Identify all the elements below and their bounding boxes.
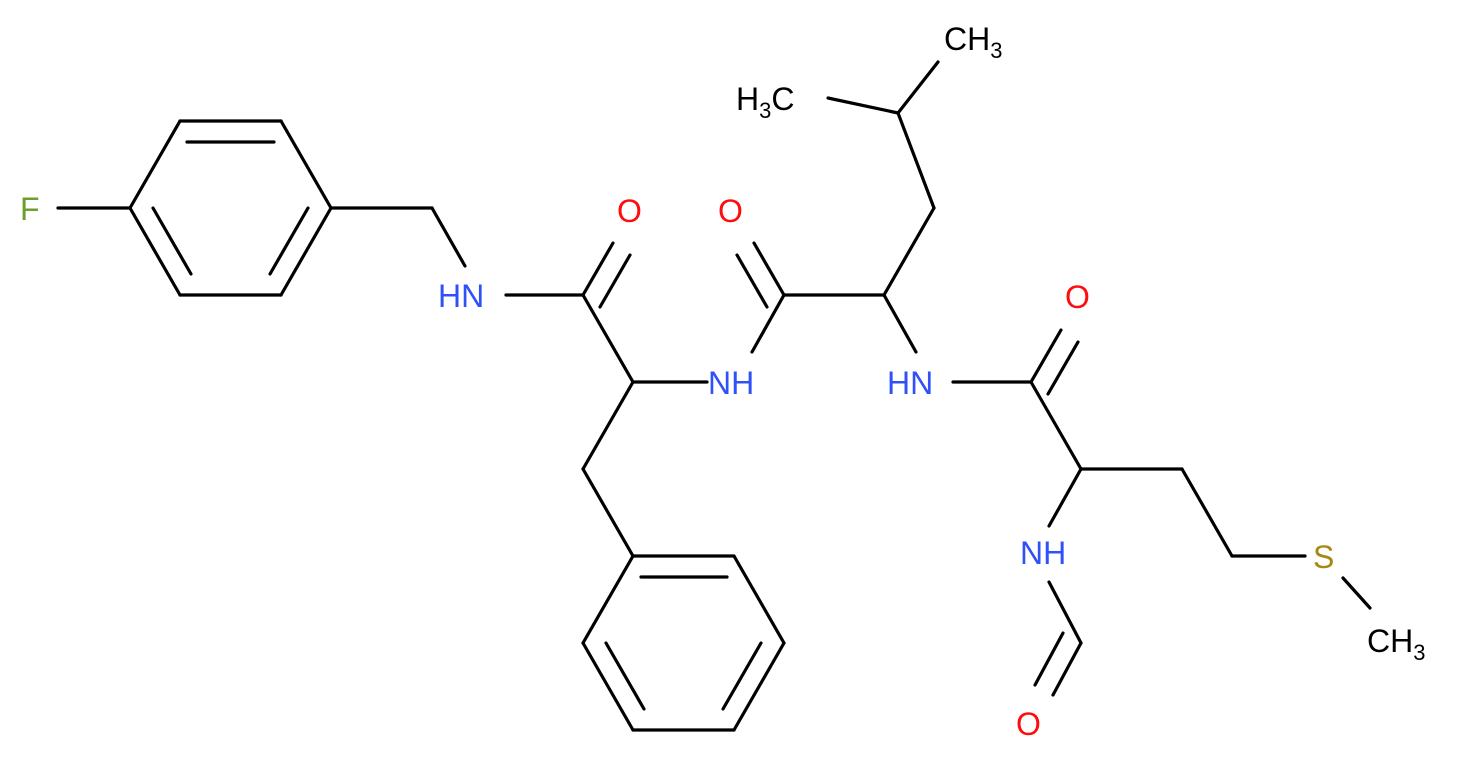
- nh-carbonyl2-bond: [750, 293, 786, 354]
- amide3-oxygen-label: O: [1065, 279, 1090, 315]
- phenyl-ring: [581, 554, 786, 732]
- formyl-carbonyl: [1033, 631, 1083, 697]
- phe-nh-label: NH: [708, 365, 754, 401]
- carbonyl1-alpha-bond: [581, 293, 635, 384]
- amide-carbonyl-3: [1029, 328, 1080, 396]
- amide-carbonyl-1: [581, 241, 632, 309]
- carbonyl3-alpha-bond: [1029, 380, 1083, 471]
- leu-alpha-nh-bond: [882, 293, 918, 354]
- sulfur-atom-label: S: [1313, 539, 1334, 575]
- met-alpha-nh-bond: [1047, 467, 1083, 528]
- fluorophenyl-ring: [128, 119, 333, 297]
- amide2-oxygen-label: O: [718, 193, 743, 229]
- methyl-top-label: CH3: [944, 21, 1002, 63]
- ch2-nh-bond: [430, 206, 467, 268]
- leu-ch2-ch-bond: [896, 111, 936, 210]
- amide-carbonyl-2: [735, 241, 786, 309]
- amide1-oxygen-label: O: [617, 193, 642, 229]
- alpha-ch2-bond: [581, 380, 635, 471]
- leu-nh-label: HN: [887, 365, 933, 401]
- ch2-phenyl-bond: [581, 467, 635, 558]
- s-ch3-bond: [1341, 576, 1372, 610]
- leu-ch-ch3-top-bond: [896, 60, 940, 115]
- s-methyl-label: CH3: [1367, 623, 1425, 665]
- formyl-oxygen-label: O: [1016, 706, 1041, 742]
- fluorine-atom-label: F: [20, 191, 40, 227]
- methyl-left-label: H3C: [736, 81, 794, 123]
- leu-ch-ch3-left-bond: [826, 96, 900, 115]
- formyl-nh-label: NH: [1020, 535, 1066, 571]
- met-ch2-ch2-bond: [1180, 467, 1234, 558]
- nh-formyl-bond: [1047, 580, 1083, 645]
- leu-alpha-ch2-bond: [882, 206, 936, 297]
- benzylamide-nh-label: HN: [438, 278, 484, 314]
